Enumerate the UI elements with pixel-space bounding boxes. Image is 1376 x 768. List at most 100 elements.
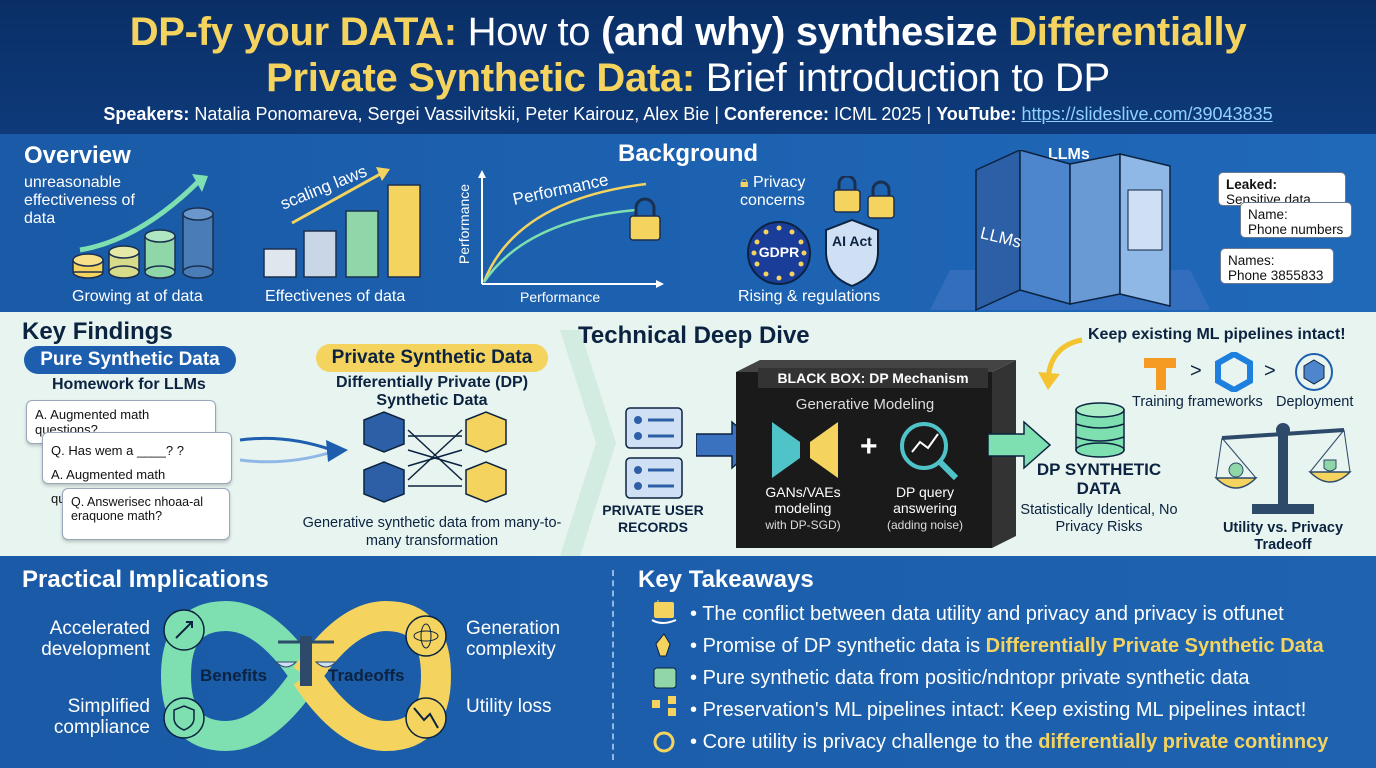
bullet: • <box>690 699 698 721</box>
card-value: Phone numbers <box>1248 222 1344 237</box>
ai-act-label: AI Act <box>832 233 872 249</box>
title-part: (and why) synthesize <box>601 10 1009 54</box>
generative-label: Generative Modeling <box>795 396 935 413</box>
x-axis-label: Performance <box>520 289 601 305</box>
takeaway-item-1: • The conflict between data utility and … <box>690 603 1284 626</box>
frameworks-label: Training frameworks <box>1132 394 1263 410</box>
private-synthetic-pill: Private Synthetic Data <box>316 344 548 372</box>
tradeoff-1: Generation complexity <box>466 618 561 660</box>
question-card: Q. Has wem a ____? ?A. Augmented math qu… <box>42 432 232 506</box>
many-to-many-icon <box>363 411 507 503</box>
bullet: • <box>690 635 698 657</box>
deployment-cube-icon <box>1295 353 1333 391</box>
small-lock-icon: 🔒︎ <box>740 174 749 191</box>
page-title-line1: DP-fy your DATA: How to (and why) synthe… <box>0 10 1376 55</box>
balance-scale-icon <box>1214 423 1352 514</box>
tradeoff-2: Utility loss <box>466 696 552 717</box>
curved-arrow-icon <box>1038 337 1083 390</box>
query-magnifier-icon <box>900 422 959 481</box>
header-banner <box>0 0 1376 134</box>
bullet: • <box>690 731 698 753</box>
benefit-2: Simplified compliance <box>53 696 150 738</box>
framework-hex-icon <box>1215 352 1253 392</box>
card-title: Name: <box>1248 207 1288 222</box>
arrow-right-green-icon <box>988 420 1052 470</box>
keep-pipelines-label: Keep existing ML pipelines intact! <box>1088 326 1346 343</box>
card-title: Leaked: <box>1226 177 1278 192</box>
takeaway-text: Preservation's ML pipelines intact: Keep… <box>702 699 1307 721</box>
takeaway-text: The conflict between data utility and pr… <box>702 603 1284 625</box>
title-part: Differentially <box>1008 10 1247 54</box>
transformation-caption: Generative synthetic data from many-to-m… <box>302 515 562 549</box>
gan-autoencoder-icon <box>772 422 838 478</box>
tensorflow-icon <box>1144 358 1176 390</box>
growing-coins-icon <box>72 174 214 279</box>
gans-label: GANs/VAEs modeling <box>765 484 841 516</box>
leaked-card-1: Leaked:Sensitive data <box>1218 172 1346 206</box>
gdpr-label: GDPR <box>758 244 800 260</box>
title-part: How to <box>456 10 602 54</box>
takeaway-text: Pure synthetic data from positic/ndntopr… <box>702 667 1250 689</box>
scaling-stacks-icon <box>263 167 421 278</box>
youtube-label: YouTube: <box>936 104 1017 124</box>
benefit-1: Accelerated development <box>41 618 150 660</box>
query-sub: (adding noise) <box>886 518 964 532</box>
title-part: Private Synthetic Data: <box>266 56 695 100</box>
title-part: DP-fy your DATA: <box>129 10 457 54</box>
conference-label: Conference: <box>724 104 830 124</box>
query-label: DP query answering <box>893 484 957 516</box>
chevron-right-icon: > <box>1190 360 1202 382</box>
dp-output-title: DP SYNTHETIC DATA <box>1036 460 1162 498</box>
practical-title: Practical Implications <box>22 566 269 593</box>
takeaway-icons <box>651 600 677 753</box>
speakers-line: Speakers: Natalia Ponomareva, Sergei Vas… <box>0 104 1376 125</box>
dp-output-sub: Statistically Identical, No Privacy Risk… <box>1020 502 1178 535</box>
chevron-right-icon: > <box>1264 360 1276 382</box>
overview-text: unreasonable effectiveness of data <box>24 174 135 227</box>
speakers-label: Speakers: <box>103 104 190 124</box>
takeaway-item-3: • Pure synthetic data from positic/ndnto… <box>690 667 1250 690</box>
overview-caption-2: Effectivenes of data <box>265 288 406 305</box>
tradeoffs-label: Tradeoffs <box>328 666 405 685</box>
padlocks-icon <box>833 176 895 219</box>
youtube-link[interactable]: https://slideslive.com/39043835 <box>1021 104 1273 124</box>
y-axis-label: Performance <box>456 183 473 265</box>
plus-sign: + <box>860 430 878 463</box>
card-value: Phone 3855833 <box>1228 268 1324 283</box>
takeaway-item-4: • Preservation's ML pipelines intact: Ke… <box>690 699 1306 722</box>
llm-server-icon <box>930 150 1210 312</box>
conference-name: ICML 2025 <box>829 104 922 124</box>
question-text: Q. Has wem a ____? ? <box>51 443 184 458</box>
dp-subtitle: Differentially Private (DP) Synthetic Da… <box>335 374 529 409</box>
takeaway-text: Promise of DP synthetic data is <box>702 635 986 657</box>
pure-synthetic-pill: Pure Synthetic Data <box>24 346 236 374</box>
findings-title: Key Findings <box>22 318 173 345</box>
section-divider <box>612 570 614 760</box>
chevron-divider <box>560 330 616 556</box>
speakers-names: Natalia Ponomareva, Sergei Vassilvitskii… <box>189 104 710 124</box>
privacy-label: Privacy concerns <box>740 174 806 209</box>
takeaway-item-5: • Core utility is privacy challenge to t… <box>690 731 1328 754</box>
homework-subtitle: Homework for LLMs <box>52 376 206 393</box>
overview-title: Overview <box>24 142 131 169</box>
takeaway-highlight: differentially private continncy <box>1038 731 1329 753</box>
page-title-line2: Private Synthetic Data: Brief introducti… <box>0 56 1376 101</box>
background-title: Background <box>618 140 759 167</box>
separator: | <box>709 104 725 124</box>
background-caption: Rising & regulations <box>738 288 881 305</box>
overview-caption-1: Growing at of data <box>72 288 203 305</box>
user-records-icon <box>625 407 683 499</box>
takeaway-text: Core utility is privacy challenge to the <box>702 731 1039 753</box>
records-label: PRIVATE USER RECORDS <box>602 502 704 535</box>
black-box-title: BLACK BOX: DP Mechanism <box>758 368 988 388</box>
performance-chart-icon <box>478 170 664 288</box>
ai-act-shield-icon <box>825 218 879 288</box>
deep-dive-title: Technical Deep Dive <box>578 322 810 349</box>
takeaway-item-2: • Promise of DP synthetic data is Differ… <box>690 635 1324 658</box>
takeaway-highlight: Differentially Private Synthetic Data <box>985 635 1324 657</box>
card-title: Names: <box>1228 253 1275 268</box>
privacy-concerns: 🔒︎ Privacy concerns <box>740 174 830 210</box>
flow-arrow-icon <box>239 436 348 464</box>
question-card: Q. Answerisec nhoaa-al eraquone math? <box>62 488 230 540</box>
separator: | <box>921 104 937 124</box>
